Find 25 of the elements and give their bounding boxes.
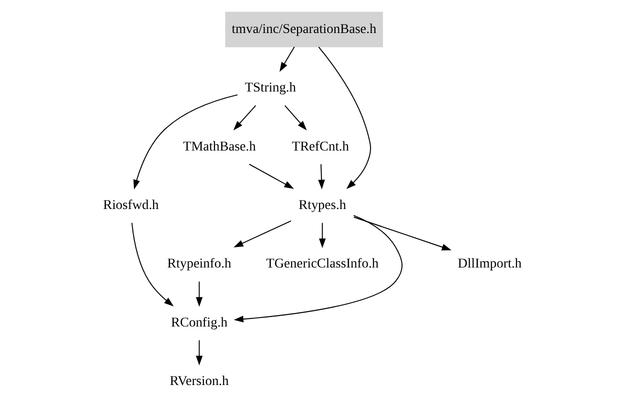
node-text: TRefCnt.h [291,138,349,154]
node-box: tmva/inc/SeparationBase.h [224,12,382,48]
node-text: TString.h [244,80,296,95]
arrow [279,46,294,72]
arrow [233,220,291,248]
arrow [284,105,306,130]
arrow [318,46,371,189]
arrow [232,105,256,130]
arrow [318,164,324,190]
node-text: TGenericClassInfo.h [266,256,378,271]
node-text: RVersion.h [169,373,228,388]
arrow [195,281,202,307]
node-text: DllImport.h [457,256,522,271]
arrow [352,216,451,250]
node-text: Riosfwd.h [102,197,158,212]
node-text: Rtypeinfo.h [166,256,231,271]
node-text: TMathBase.h [182,138,256,154]
arrow [233,214,402,322]
node-text: Rtypes.h [298,197,346,212]
arrow [248,164,294,189]
node-text: RConfig.h [170,314,227,330]
arrow [130,222,174,306]
arrow [318,222,326,248]
arrow [195,340,202,366]
arrow [132,94,238,190]
